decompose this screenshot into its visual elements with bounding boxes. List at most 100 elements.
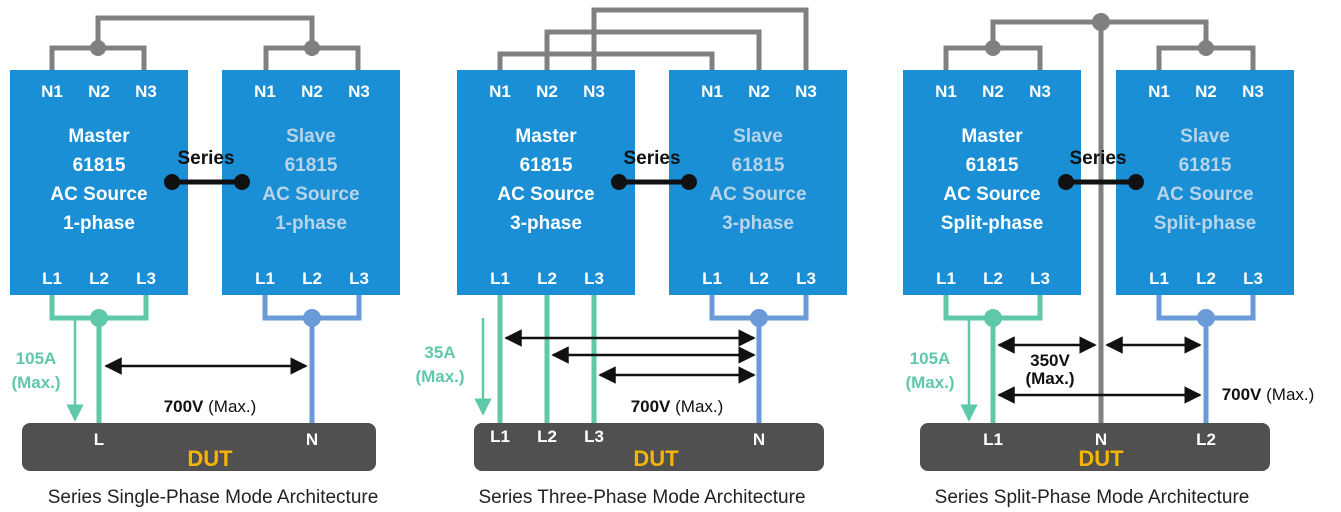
dut-terminal-l1: L1 [983, 430, 1003, 449]
caption: Series Three-Phase Mode Architecture [478, 487, 805, 508]
dut-box [22, 423, 376, 471]
master-line-2: 61815 [520, 155, 573, 176]
output-junction [750, 309, 768, 327]
terminal-n3: N3 [1242, 82, 1264, 101]
current-max: (Max.) [11, 373, 60, 392]
master-line-4: Split-phase [941, 213, 1043, 234]
series-node [164, 174, 180, 190]
terminal-l1: L1 [490, 269, 510, 288]
series-node [1128, 174, 1144, 190]
master-line-4: 3-phase [510, 213, 582, 234]
master-line-2: 61815 [966, 155, 1019, 176]
series-node [681, 174, 697, 190]
dut-terminal-l3: L3 [584, 427, 604, 446]
master-source-box [457, 70, 635, 295]
current-max: (Max.) [905, 373, 954, 392]
series-node [234, 174, 250, 190]
master-line-4: 1-phase [63, 213, 135, 234]
terminal-l3: L3 [349, 269, 369, 288]
voltage-label: 700V (Max.) [631, 397, 724, 416]
terminal-l3: L3 [584, 269, 604, 288]
terminal-n2: N2 [982, 82, 1004, 101]
output-junction [984, 309, 1002, 327]
dut-terminal-l: L [94, 430, 104, 449]
terminal-l1: L1 [936, 269, 956, 288]
neutral-junction [985, 40, 1001, 56]
master-line-2: 61815 [73, 155, 126, 176]
neutral-wiring [497, 7, 809, 72]
caption: Series Single-Phase Mode Architecture [48, 487, 379, 508]
slave-line-3: AC Source [709, 184, 806, 205]
slave-line-3: AC Source [262, 184, 359, 205]
terminal-n2: N2 [1195, 82, 1217, 101]
slave-source-box [1116, 70, 1294, 295]
slave-source-box [669, 70, 847, 295]
single-phase-diagram: N1 N2 N3 Master 61815 AC Source 1-phase … [10, 15, 400, 508]
half-voltage-max: (Max.) [1025, 369, 1074, 388]
current-value: 105A [16, 349, 57, 368]
dut-label: DUT [633, 446, 679, 471]
slave-line-2: 61815 [732, 155, 785, 176]
slave-line-1: Slave [1180, 126, 1230, 147]
terminal-l3: L3 [1030, 269, 1050, 288]
slave-source-box [222, 70, 400, 295]
voltage-label: 700V (Max.) [1222, 385, 1315, 404]
master-line-3: AC Source [943, 184, 1040, 205]
current-max: (Max.) [415, 367, 464, 386]
slave-line-2: 61815 [1179, 155, 1232, 176]
slave-line-4: 1-phase [275, 213, 347, 234]
terminal-l1: L1 [42, 269, 62, 288]
terminal-l3: L3 [136, 269, 156, 288]
terminal-n1: N1 [701, 82, 723, 101]
dut-terminal-l1: L1 [490, 427, 510, 446]
master-line-1: Master [68, 126, 130, 147]
series-label: Series [1069, 148, 1126, 169]
current-value: 105A [910, 349, 951, 368]
master-line-3: AC Source [50, 184, 147, 205]
slave-line-1: Slave [733, 126, 783, 147]
slave-line-4: 3-phase [722, 213, 794, 234]
split-phase-diagram: N1 N2 N3 Master 61815 AC Source Split-ph… [903, 13, 1314, 508]
master-source-box [10, 70, 188, 295]
voltage-label: 700V (Max.) [164, 397, 257, 416]
dut-label: DUT [1078, 446, 1124, 471]
master-line-3: AC Source [497, 184, 594, 205]
terminal-l2: L2 [749, 269, 769, 288]
terminal-l1: L1 [1149, 269, 1169, 288]
three-phase-diagram: N1 N2 N3 Master 61815 AC Source 3-phase … [415, 7, 847, 508]
dut-label: DUT [187, 446, 233, 471]
terminal-n2: N2 [301, 82, 323, 101]
series-node [1058, 174, 1074, 190]
terminal-l2: L2 [302, 269, 322, 288]
dut-terminal-l2: L2 [1196, 430, 1216, 449]
slave-line-2: 61815 [285, 155, 338, 176]
terminal-l2: L2 [983, 269, 1003, 288]
terminal-n1: N1 [1148, 82, 1170, 101]
terminal-n2: N2 [88, 82, 110, 101]
terminal-n3: N3 [583, 82, 605, 101]
terminal-n1: N1 [489, 82, 511, 101]
slave-line-4: Split-phase [1154, 213, 1256, 234]
series-label: Series [177, 148, 234, 169]
dut-box [920, 423, 1270, 471]
master-source-box [903, 70, 1081, 295]
series-label: Series [623, 148, 680, 169]
terminal-n3: N3 [348, 82, 370, 101]
terminal-n1: N1 [935, 82, 957, 101]
terminal-l2: L2 [1196, 269, 1216, 288]
output-junction [90, 309, 108, 327]
terminal-n3: N3 [795, 82, 817, 101]
terminal-n1: N1 [41, 82, 63, 101]
neutral-junction [90, 40, 106, 56]
dut-terminal-n: N [753, 430, 765, 449]
master-line-1: Master [961, 126, 1023, 147]
terminal-n2: N2 [748, 82, 770, 101]
terminal-l1: L1 [702, 269, 722, 288]
half-voltage-value: 350V [1030, 351, 1070, 370]
caption: Series Split-Phase Mode Architecture [935, 487, 1250, 508]
terminal-n1: N1 [254, 82, 276, 101]
series-node [611, 174, 627, 190]
terminal-l1: L1 [255, 269, 275, 288]
output-junction [303, 309, 321, 327]
